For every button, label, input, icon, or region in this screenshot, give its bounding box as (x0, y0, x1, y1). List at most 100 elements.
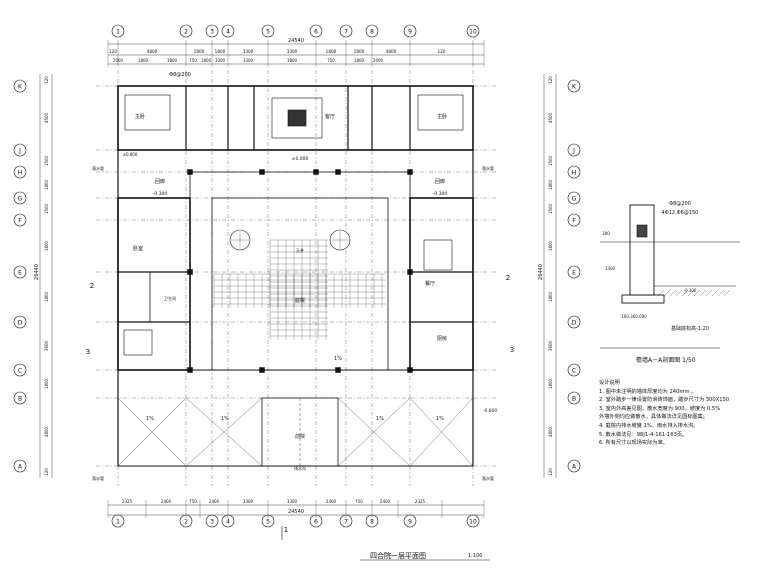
row-axis-bubble (13, 79, 27, 93)
column-axis-label: 10 (469, 29, 477, 36)
dimension-text: 3600 (44, 340, 49, 351)
column (259, 367, 265, 373)
column-axis-label: 8 (370, 29, 374, 36)
row-axis-bubble (13, 191, 27, 205)
column-axis-label: 10 (469, 519, 477, 526)
column-axis-label: 3 (210, 29, 214, 36)
row-axis-bubble (567, 391, 581, 405)
dimension-text: 120 (109, 49, 117, 54)
room-label-living: 客厅 (325, 113, 335, 120)
dimension-text: 24540 (288, 509, 304, 515)
dimension-text: 1800 (548, 179, 553, 190)
section-dim: 1300 (605, 266, 616, 271)
row-axis-bubble (13, 363, 27, 377)
section-hatch (699, 289, 707, 297)
column (335, 367, 341, 373)
section-hatch (723, 289, 731, 297)
column (187, 169, 193, 175)
dimension-text: 2400 (209, 499, 220, 504)
room-label-master-bed-2: 主卧 (437, 113, 447, 120)
slope-line (337, 397, 411, 467)
room-label-bath: 卫生间 (164, 295, 176, 301)
row-axis-bubble (567, 459, 581, 473)
section-mark: 2 (506, 274, 510, 282)
section-hatch (705, 289, 713, 297)
row-axis-label: K (572, 84, 577, 91)
dimension-text: 4800 (44, 426, 49, 437)
section-hatch (657, 289, 665, 297)
gutter-label: 排水沟 (294, 465, 306, 471)
slope-label: 1% (436, 416, 444, 422)
courtyard-boundary (211, 197, 389, 371)
row-axis-bubble (567, 315, 581, 329)
room-label-corridor: 回廊 (155, 178, 165, 185)
dimension-text: 2000 (113, 58, 124, 63)
dimension-text: 1800 (44, 179, 49, 190)
section-footing (621, 294, 665, 304)
note-line-7: 6. 所有尺寸以现场实际为准。 (599, 440, 668, 447)
dimension-text: 2325 (415, 499, 426, 504)
section-footing-label: 基础底标高-1.20 (671, 325, 709, 332)
dimension-text: 1500 (548, 203, 553, 214)
room-label-bedroom: 卧室 (133, 245, 143, 252)
level-north: ±0.000 (123, 152, 138, 157)
row-axis-label: H (18, 170, 23, 177)
dimension-text: 750 (355, 499, 363, 504)
dimension-text: 1800 (44, 240, 49, 251)
row-axis-bubble (567, 265, 581, 279)
dimension-text: 3300 (243, 49, 254, 54)
column (335, 169, 341, 175)
column-axis-label: 7 (344, 519, 348, 526)
row-axis-bubble (13, 459, 27, 473)
row-axis-label: F (18, 218, 22, 225)
row-axis-bubble (567, 143, 581, 157)
south-yard-wall (117, 369, 474, 467)
column-axis-label: 9 (408, 519, 412, 526)
section-mark: 3 (86, 348, 90, 356)
slope-line (185, 397, 263, 467)
north-wing-wall (117, 85, 474, 151)
column-axis-label: 4 (226, 29, 230, 36)
sofa-set (271, 97, 323, 139)
bed (124, 94, 171, 131)
note-line-5: 4. 庭院内排水坡度 1%，雨水排入排水沟。 (599, 422, 699, 429)
column-axis-bubble (221, 24, 235, 38)
drawing-title: 四合院一层平面图 (370, 552, 426, 560)
column-axis-bubble (339, 24, 353, 38)
dimension-text: 1800 (138, 58, 149, 63)
dimension-text: 3300 (243, 499, 254, 504)
section-scale: 1/50 (682, 357, 696, 364)
bed (417, 94, 464, 131)
slope-label: 1% (221, 416, 229, 422)
column (407, 367, 413, 373)
dimension-text: 1800 (44, 378, 49, 389)
section-wall (629, 204, 655, 296)
section-hatch (669, 289, 677, 297)
dimension-text: 1800 (548, 378, 553, 389)
note-line-6: 5. 散水做法见：98J1-4-161-163页。 (599, 431, 688, 438)
row-axis-bubble (13, 315, 27, 329)
section-mark: 2 (90, 282, 94, 290)
slope-line (117, 397, 187, 467)
column-axis-label: 7 (344, 29, 348, 36)
dimension-text: 1800 (201, 58, 212, 63)
dimension-text: 24540 (288, 38, 304, 44)
column-axis-bubble (111, 24, 125, 38)
note-line-1: 1. 图中未注明的墙体厚度均为 240mm 。 (599, 388, 697, 395)
room-label-front-yard: 前院 (295, 433, 305, 440)
column-axis-bubble (309, 24, 323, 38)
row-axis-bubble (13, 265, 27, 279)
downpipe-label: 落水管 (92, 475, 104, 481)
column (259, 169, 265, 175)
room-label-dining: 餐厅 (425, 280, 435, 287)
dimension-text: 750 (327, 58, 335, 63)
dimension-text: 2325 (122, 499, 133, 504)
level-outdoor: -0.600 (483, 408, 498, 414)
west-wing-wall (117, 197, 191, 371)
section-mark: 1 (284, 526, 288, 534)
downpipe-label: 落水管 (482, 165, 494, 171)
dimension-text: 1800 (548, 291, 553, 302)
dimension-text: 3300 (215, 58, 226, 63)
dimension-text: 120 (44, 468, 49, 476)
column-axis-label: 9 (408, 29, 412, 36)
